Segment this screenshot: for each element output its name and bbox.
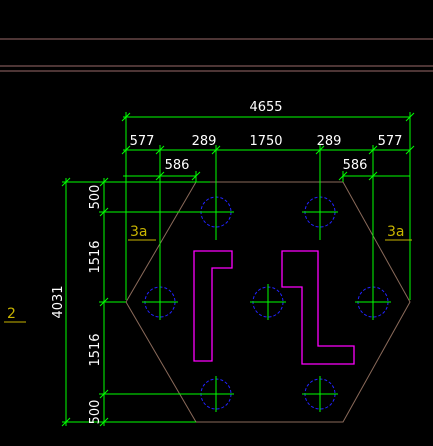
pile-cap-tag: 2 — [7, 306, 16, 322]
pile-center — [250, 284, 286, 320]
overall-width-label: 4655 — [249, 100, 282, 115]
horizontal-dimensions — [121, 112, 415, 300]
background-lines — [0, 38, 433, 72]
vertical-dimensions — [61, 177, 216, 427]
top-segment-1-label: 577 — [130, 134, 155, 149]
left-corner-tag: 3a — [130, 224, 148, 240]
top-segment-5-label: 577 — [378, 134, 403, 149]
piles — [142, 194, 391, 412]
left-segment-1-label: 500 — [88, 185, 103, 210]
pile-top-left — [198, 194, 234, 230]
right-corner-tag: 3a — [387, 224, 405, 240]
left-segment-3-label: 1516 — [88, 333, 103, 366]
pile-bottom-right — [302, 376, 338, 412]
pile-mid-left — [142, 284, 178, 320]
left-segment-4-label: 500 — [88, 400, 103, 425]
right-offset-label: 586 — [343, 158, 368, 173]
pile-bottom-left — [198, 376, 234, 412]
pile-mid-right — [355, 284, 391, 320]
top-segment-2-label: 289 — [192, 134, 217, 149]
dim-ticks — [121, 112, 415, 181]
top-segment-3-label: 1750 — [249, 134, 282, 149]
overall-height-label: 4031 — [51, 285, 66, 318]
dim-ticks-v — [61, 177, 109, 427]
pile-top-right — [302, 194, 338, 230]
column-left-l-shape — [193, 250, 233, 362]
column-right-l-shape — [281, 250, 355, 365]
tag-underlines — [4, 239, 412, 323]
left-offset-label: 586 — [165, 158, 190, 173]
left-segment-2-label: 1516 — [88, 240, 103, 273]
top-segment-4-label: 289 — [317, 134, 342, 149]
